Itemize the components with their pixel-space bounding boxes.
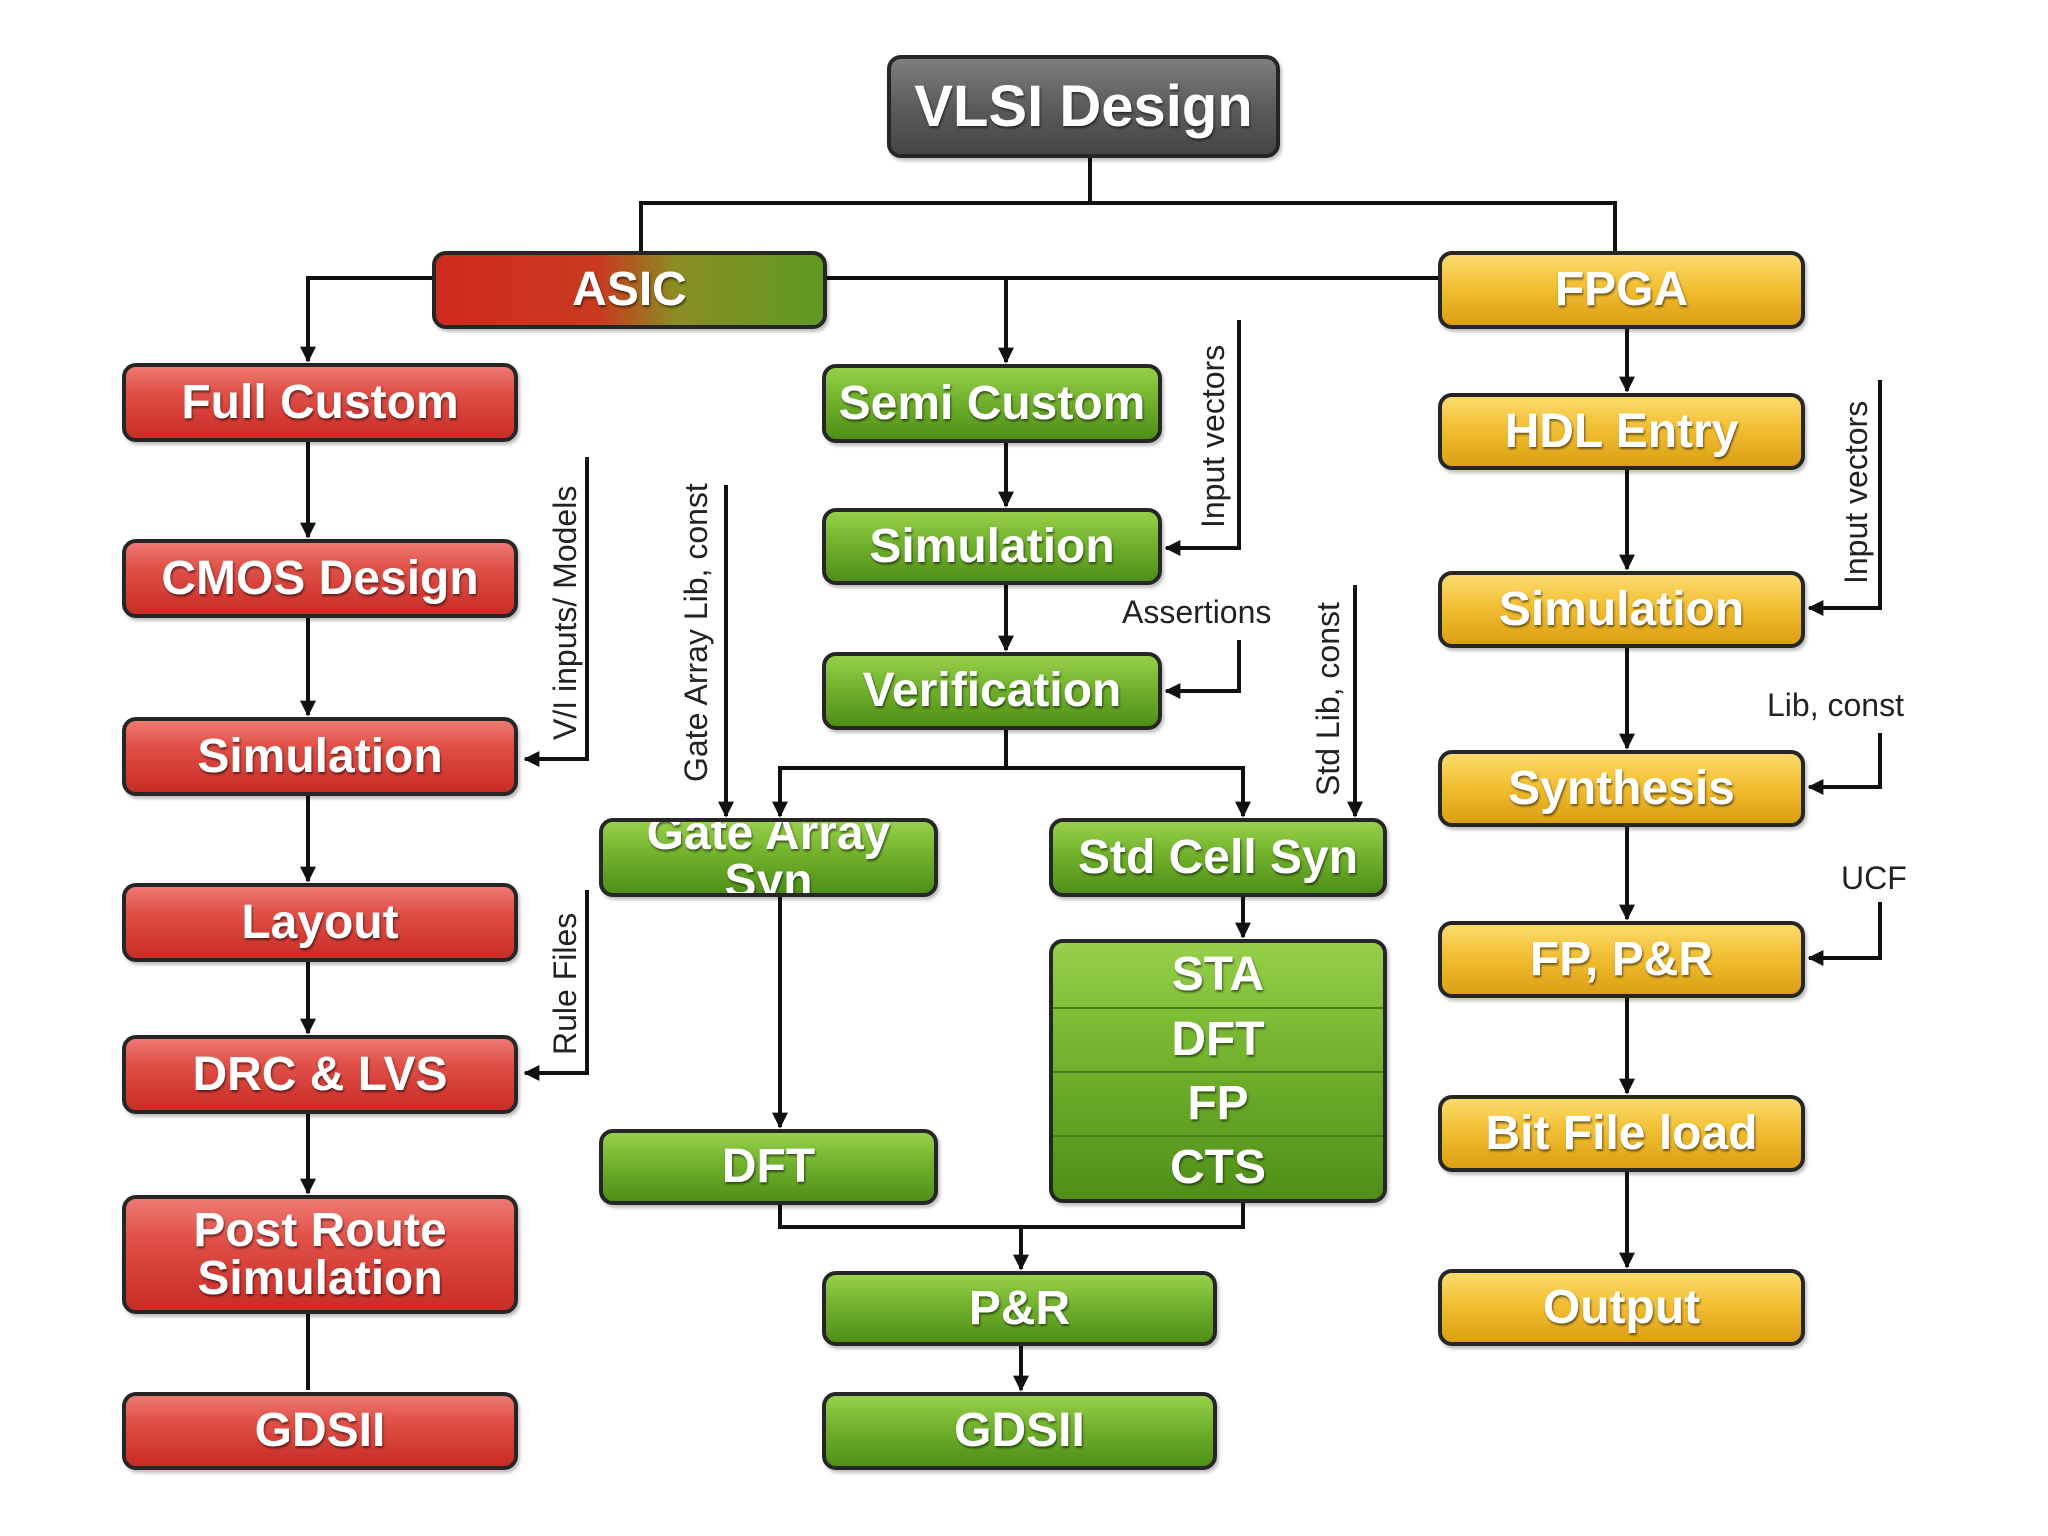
input-assertions: [1164, 640, 1241, 699]
sc-gdsii-box: GDSII: [822, 1392, 1217, 1470]
line-merge-pnr: [778, 1201, 1245, 1229]
line-asic-full: [300, 276, 436, 363]
input-vectors-sc: [1164, 320, 1241, 556]
synthesis-box: Synthesis: [1438, 750, 1805, 827]
label-lib-const: Lib, const: [1767, 687, 1904, 723]
std-cell-syn-box: Std Cell Syn: [1049, 818, 1387, 897]
line-root-fpga: [1090, 201, 1617, 252]
label-input-vectors-fpga: Input vectors: [1838, 400, 1874, 584]
stack-sta: STA: [1171, 948, 1265, 1001]
root-vlsi-design: VLSI Design: [887, 55, 1280, 158]
layout-box: Layout: [122, 883, 518, 962]
hdl-entry-box: HDL Entry: [1438, 393, 1805, 470]
fp-pnr-box: FP, P&R: [1438, 921, 1805, 998]
label-input-vectors-sc: Input vectors: [1195, 344, 1231, 528]
ga-dft-box: DFT: [599, 1129, 938, 1205]
input-rule-files: [523, 890, 589, 1081]
output-box: Output: [1438, 1269, 1805, 1346]
stack-fp: FP: [1053, 1071, 1383, 1135]
label-std-lib: Std Lib, const: [1310, 602, 1346, 796]
label-gate-array-lib: Gate Array Lib, const: [678, 483, 714, 782]
sc-simulation-box: Simulation: [822, 508, 1162, 585]
fc-gdsii-box: GDSII: [122, 1392, 518, 1470]
fpga-box: FPGA: [1438, 251, 1805, 329]
bit-file-load-box: Bit File load: [1438, 1095, 1805, 1172]
post-route-simulation-label: Post Route Simulation: [193, 1203, 447, 1305]
post-route-simulation-box: Post Route Simulation: [122, 1195, 518, 1314]
pnr-box: P&R: [822, 1271, 1217, 1346]
line-verif-split: [772, 730, 1008, 818]
drc-lvs-box: DRC & LVS: [122, 1035, 518, 1114]
cmos-design-box: CMOS Design: [122, 539, 518, 618]
verification-box: Verification: [822, 652, 1162, 730]
input-vectors-fpga: [1807, 380, 1882, 616]
stack-dft: DFT: [1053, 1007, 1383, 1071]
gate-array-syn-box: Gate Array Syn: [599, 818, 938, 897]
label-rule-files: Rule Files: [547, 912, 583, 1055]
fc-simulation-box: Simulation: [122, 717, 518, 796]
input-lib-const: [1807, 733, 1882, 795]
stack-cts: CTS: [1053, 1135, 1383, 1199]
label-ucf: UCF: [1841, 860, 1907, 896]
line-verif-std: [1006, 766, 1251, 818]
input-vi-models: [523, 457, 589, 767]
input-ucf: [1807, 902, 1882, 966]
full-custom-box: Full Custom: [122, 363, 518, 442]
label-vi-inputs-models: V/I inputs/ Models: [547, 485, 583, 740]
asic-box: ASIC: [432, 251, 827, 329]
line-root-split: [639, 158, 1092, 252]
fpga-simulation-box: Simulation: [1438, 571, 1805, 648]
std-cell-stack-box: STA DFT FP CTS: [1049, 939, 1387, 1203]
label-assertions: Assertions: [1122, 594, 1272, 630]
semi-custom-box: Semi Custom: [822, 364, 1162, 443]
